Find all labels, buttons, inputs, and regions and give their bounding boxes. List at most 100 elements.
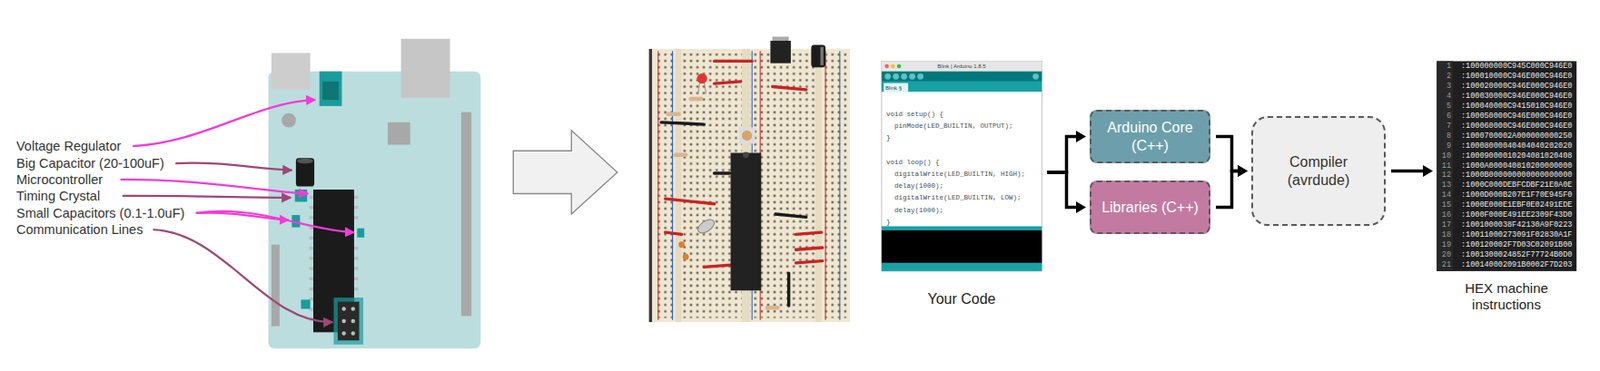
arrow-head <box>1076 130 1087 143</box>
code-line: delay(1000); <box>894 207 944 216</box>
header <box>461 112 472 317</box>
pin <box>308 246 313 250</box>
part-label: Voltage Regulator <box>16 138 121 155</box>
tab-bar <box>881 81 1042 92</box>
line-number: 18 <box>1438 230 1452 240</box>
hex-line: :1000700002A000000000250 <box>1461 131 1572 141</box>
hex-line: :100140002091B0002F7D203 <box>1461 260 1572 270</box>
breadboard-base <box>649 49 850 323</box>
resistor <box>689 97 704 101</box>
tab-label: Blink § <box>885 84 902 92</box>
line-number: 9 <box>1438 141 1452 151</box>
line-number: 14 <box>1438 190 1452 200</box>
leader-line <box>175 163 292 171</box>
arrow-head <box>1422 165 1433 178</box>
header-pin <box>351 319 356 324</box>
hex-line: :10011000273091F02830A1F <box>1461 230 1572 240</box>
pin <box>354 287 358 291</box>
hex-line: :1000D000B207E1F70E945F0 <box>1461 190 1572 200</box>
arrow-head <box>1237 165 1248 178</box>
hex-line: :1001300024852F77724B0D0 <box>1461 250 1572 260</box>
hex-line: :1001000038F42130A9F0223 <box>1461 220 1572 230</box>
code-line: digitalWrite(LED_BUILTIN, HIGH); <box>894 170 1026 179</box>
rail-line <box>671 50 673 321</box>
capacitor <box>281 113 297 129</box>
hex-line: :10009000010204081020408 <box>1461 151 1572 161</box>
regulator-body <box>322 81 339 100</box>
button-cap <box>741 130 752 141</box>
header <box>271 245 280 327</box>
line-number: 19 <box>1438 240 1452 250</box>
toolbar <box>881 71 1042 82</box>
red-wire <box>714 59 753 63</box>
connector <box>1046 130 1087 173</box>
crystal <box>695 217 717 237</box>
part-label: Communication Lines <box>16 222 143 238</box>
window-title: Blink | Arduino 1.8.5 <box>881 62 1042 70</box>
hex-background <box>1436 60 1577 271</box>
red-wire <box>796 261 823 264</box>
line-number: 17 <box>1438 220 1452 230</box>
line-number: 8 <box>1438 131 1452 141</box>
chip-notch <box>742 151 750 159</box>
line-number: 15 <box>1438 200 1452 210</box>
ceramic-capacitor <box>678 241 685 248</box>
code-line: } <box>886 134 891 143</box>
pin <box>308 256 313 260</box>
line-number: 10 <box>1438 151 1452 161</box>
pin <box>308 237 313 240</box>
rail-line <box>825 50 827 321</box>
black-wire <box>661 122 704 125</box>
resistor <box>765 306 781 310</box>
rail-line <box>839 50 840 321</box>
icsp-highlight <box>333 297 364 346</box>
pin <box>354 277 358 281</box>
line-number: 16 <box>1438 210 1452 220</box>
rail-line <box>657 50 659 321</box>
outline-arrow <box>513 130 618 215</box>
tool-button <box>900 73 908 80</box>
red-wire <box>796 232 822 235</box>
connector-line <box>1046 137 1077 174</box>
breadboard <box>649 36 850 323</box>
pin <box>354 256 358 260</box>
code-line: void setup() { <box>886 110 944 119</box>
code-window: Blink | Arduino 1.8.5Blink § void setup()… <box>881 60 1042 316</box>
line-number: 21 <box>1438 260 1452 270</box>
wires <box>661 60 823 307</box>
big-capacitor <box>296 158 315 187</box>
hex-listing: 1:100000000C945C000C946E02:100010000C946… <box>1436 60 1577 316</box>
hex-line: :1000F000E491EE2309F43D0 <box>1461 210 1572 220</box>
tool-button <box>917 73 924 80</box>
line-number: 5 <box>1438 101 1452 111</box>
tool-button <box>892 73 899 80</box>
regulator <box>770 40 791 64</box>
leader-line <box>120 179 309 195</box>
leader-line <box>196 213 289 221</box>
process-box: Compiler (avrdude) <box>1251 116 1386 227</box>
board-pcb <box>268 71 482 350</box>
usb-jack <box>271 52 311 89</box>
part-label: Big Capacitor (20-100uF) <box>16 156 165 172</box>
hex-panel <box>1436 60 1577 271</box>
connector <box>1391 165 1433 178</box>
line-number: 20 <box>1438 250 1452 260</box>
process-box: Arduino Core (C++) <box>1089 109 1211 164</box>
connector <box>1215 165 1248 208</box>
hex-line: :100060000C946E000C946E0 <box>1461 121 1572 131</box>
photo-edge <box>649 49 652 323</box>
connector-line <box>1046 172 1077 208</box>
red-wire <box>665 232 682 235</box>
header-pin <box>341 306 346 311</box>
resistor <box>673 153 689 158</box>
leader-line <box>132 99 316 147</box>
pin <box>308 196 313 199</box>
hex-line: :10008000040404040202020 <box>1461 141 1572 151</box>
chip <box>730 153 762 292</box>
electrolytic-capacitor <box>810 44 826 68</box>
red-wire <box>714 81 741 84</box>
line-number: 2 <box>1438 71 1452 81</box>
connector <box>1046 172 1087 214</box>
icsp-header <box>337 302 360 342</box>
